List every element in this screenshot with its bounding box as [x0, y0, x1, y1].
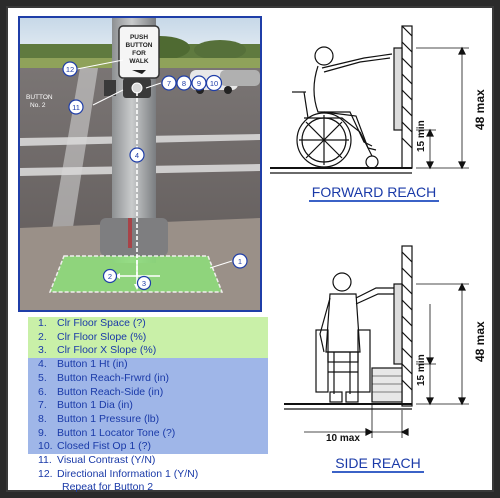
- sign-text: BUTTON: [126, 42, 153, 49]
- callout-7: [161, 75, 177, 91]
- sign-text: WALK: [129, 58, 148, 65]
- checklist-item-text: Button 1 Ht (in): [57, 358, 128, 371]
- button-2-label: No. 2: [30, 102, 46, 109]
- checklist-item: 7. Button 1 Dia (in): [28, 399, 268, 413]
- crosswalk-photo: PUSH BUTTON FOR WALK: [18, 16, 262, 312]
- checklist-item-text: Clr Floor Slope (%): [57, 330, 147, 343]
- checklist-item-number: 7.: [38, 399, 47, 412]
- checklist-item: Repeat for Button 2: [28, 481, 268, 495]
- svg-text:3: 3: [142, 279, 146, 288]
- checklist-item-number: 9.: [38, 426, 47, 439]
- checklist-item-number: 11.: [38, 454, 52, 467]
- checklist-item-text: Clr Floor X Slope (%): [57, 344, 157, 357]
- callout-1: [232, 253, 248, 269]
- forward-min-label: 15 min: [416, 120, 427, 152]
- callout-12: [62, 61, 78, 77]
- checklist-item-text: Button Reach-Side (in): [57, 385, 164, 398]
- wheelchair-wheel: [315, 329, 329, 393]
- checklist-item-text: Directional Information 1 (Y/N): [57, 467, 199, 480]
- checklist-item-number: 5.: [38, 371, 47, 384]
- checklist-item: 4. Button 1 Ht (in): [28, 358, 268, 372]
- svg-text:2: 2: [108, 272, 112, 281]
- side-reach-diagram: [284, 245, 469, 438]
- clear-floor-space: [48, 255, 224, 293]
- checklist-item: 5. Button Reach-Frwrd (in): [28, 371, 268, 386]
- checklist-item-text: Clr Floor Space (?): [57, 317, 146, 329]
- checklist-item-number: 4.: [38, 358, 47, 371]
- obstruction: [371, 367, 403, 403]
- checklist-item: 11. Visual Contrast (Y/N): [28, 454, 268, 468]
- person-head: [332, 272, 352, 292]
- svg-text:1: 1: [238, 257, 242, 266]
- callout-8: [176, 75, 192, 91]
- checklist-item-text: Button 1 Locator Tone (?): [57, 426, 176, 439]
- checklist-item-number: 10.: [38, 440, 53, 453]
- button-2-housing: [104, 80, 116, 96]
- forward-arm: [321, 53, 393, 69]
- callout-3: [136, 275, 152, 291]
- sign-text: PUSH: [130, 34, 148, 41]
- svg-text:11: 11: [72, 103, 80, 112]
- svg-text:4: 4: [135, 151, 139, 160]
- side-min-label: 15 min: [416, 354, 427, 386]
- side-reach-label: 10 max: [326, 433, 360, 444]
- callout-4: [129, 147, 145, 163]
- checklist-item-number: 12.: [38, 467, 53, 480]
- side-reach-caption: SIDE REACH: [308, 455, 448, 473]
- side-reach-range: [393, 283, 403, 365]
- checklist-item-text: Closed Fist Op 1 (?): [57, 440, 151, 453]
- checklist-item-number: 8.: [38, 412, 47, 425]
- checklist-item: 1. Clr Floor Space (?): [28, 317, 268, 331]
- callout-2: [102, 268, 118, 284]
- checklist-item-text: Repeat for Button 2: [62, 481, 154, 494]
- checklist-item-number: 6.: [38, 385, 47, 398]
- svg-text:10: 10: [210, 79, 218, 88]
- wheelchair-wheel: [296, 112, 352, 168]
- pole-base: [100, 218, 168, 256]
- svg-text:9: 9: [197, 79, 201, 88]
- checklist-item: 8. Button 1 Pressure (lb): [28, 412, 268, 427]
- forward-reach-caption: FORWARD REACH: [294, 184, 454, 202]
- checklist-item: 2. Clr Floor Slope (%): [28, 330, 268, 345]
- figure-frame: PUSH BUTTON FOR WALK: [6, 6, 494, 495]
- checklist-item-number: 1.: [38, 317, 47, 329]
- checklist-item-text: Button 1 Dia (in): [57, 399, 133, 412]
- svg-text:8: 8: [182, 79, 186, 88]
- person-head: [314, 46, 334, 66]
- push-button: [131, 82, 143, 94]
- side-max-label: 48 max: [473, 321, 487, 362]
- svg-text:12: 12: [66, 65, 74, 74]
- checklist-item: 9. Button 1 Locator Tone (?): [28, 426, 268, 441]
- svg-text:7: 7: [167, 79, 171, 88]
- checklist-item-number: 3.: [38, 344, 47, 357]
- arrow-icon: [132, 70, 146, 74]
- sign-text: FOR: [132, 50, 146, 57]
- checklist-item-text: Button Reach-Frwrd (in): [57, 371, 170, 384]
- checklist-item-text: Visual Contrast (Y/N): [57, 454, 156, 467]
- forward-reach-range: [393, 47, 403, 131]
- checklist-item-number: 2.: [38, 330, 47, 343]
- checklist-item-text: Button 1 Pressure (lb): [57, 412, 160, 425]
- checklist-item: 10. Closed Fist Op 1 (?): [28, 440, 268, 455]
- checklist-item: 3. Clr Floor X Slope (%): [28, 344, 268, 359]
- button-2-label: BUTTON: [26, 94, 53, 101]
- checklist: 1. Clr Floor Space (?) 2. Clr Floor Slope (…: [28, 317, 268, 495]
- forward-max-label: 48 max: [473, 89, 487, 130]
- checklist-item: 12. Directional Information 1 (Y/N): [28, 468, 268, 482]
- forward-reach-diagram: [270, 25, 469, 174]
- checklist-item: 6. Button Reach-Side (in): [28, 385, 268, 400]
- photo-illustration: PUSH BUTTON FOR WALK: [20, 18, 260, 310]
- reach-diagrams: 15 min 48 max 15 min 48 max 10 max: [270, 25, 487, 444]
- side-arm: [355, 287, 394, 299]
- callout-10: [205, 74, 223, 92]
- callout-11: [68, 99, 84, 115]
